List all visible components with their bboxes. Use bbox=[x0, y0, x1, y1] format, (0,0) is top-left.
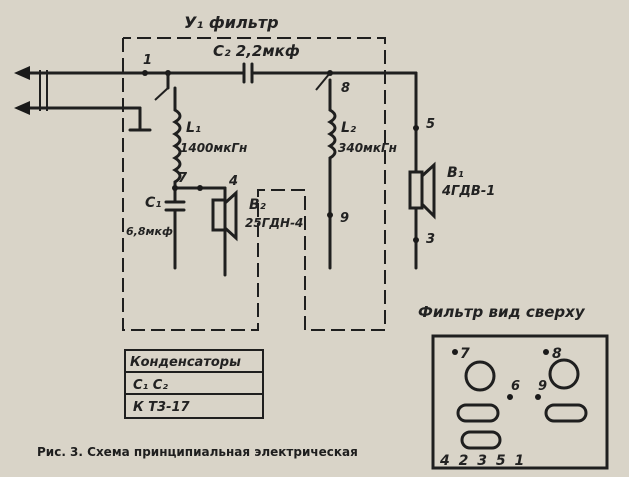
b1-value: 4ГДВ-1 bbox=[441, 184, 495, 199]
top-view-6: 6 bbox=[511, 379, 520, 394]
node-3: 3 bbox=[426, 232, 435, 247]
node-4: 4 bbox=[228, 174, 238, 189]
table-row-1: C₁ C₂ bbox=[133, 378, 168, 393]
top-view-9: 9 bbox=[538, 379, 547, 394]
l2-value: 340мкГн bbox=[338, 141, 397, 155]
c1-value: 6,8мкф bbox=[126, 225, 173, 238]
figure-caption: Рис. 3. Схема принципиальная электрическ… bbox=[37, 445, 358, 459]
filter-boundary bbox=[122, 37, 386, 331]
top-bus bbox=[142, 62, 418, 84]
b2-value: 25ГДН-4 bbox=[245, 216, 303, 230]
filter-title: У₁ фильтр bbox=[184, 13, 279, 32]
l2-branch bbox=[315, 72, 337, 270]
top-view-bottom-row: 4 2 3 5 1 bbox=[439, 453, 526, 469]
c2-label: C₂ 2,2мкф bbox=[213, 42, 300, 60]
b2-speaker bbox=[211, 189, 238, 277]
b1-branch bbox=[408, 71, 436, 270]
node-5: 5 bbox=[426, 117, 435, 132]
capacitor-table: Конденсаторы C₁ C₂ К Т3-17 bbox=[124, 349, 264, 419]
l1-branch bbox=[154, 71, 227, 270]
node-8: 8 bbox=[341, 81, 350, 96]
top-view-title: Фильтр вид сверху bbox=[418, 303, 586, 321]
table-header: Конденсаторы bbox=[130, 355, 241, 370]
node-1: 1 bbox=[143, 53, 152, 68]
node-7: 7 bbox=[178, 171, 188, 186]
table-row-2: К Т3-17 bbox=[133, 400, 191, 415]
l1-name: L₁ bbox=[186, 120, 201, 136]
l2-name: L₂ bbox=[341, 120, 357, 136]
input-terminals bbox=[14, 66, 170, 132]
c1-name: C₁ bbox=[145, 195, 161, 211]
top-view-8: 8 bbox=[552, 346, 562, 362]
node-9: 9 bbox=[340, 211, 349, 226]
b1-name: B₁ bbox=[447, 165, 464, 181]
top-view-7: 7 bbox=[460, 346, 470, 362]
l1-value: 1400мкГн bbox=[180, 141, 247, 155]
b2-name: B₂ bbox=[249, 197, 267, 213]
top-view: Фильтр вид сверху 7 8 6 9 4 2 3 5 1 bbox=[418, 303, 609, 470]
